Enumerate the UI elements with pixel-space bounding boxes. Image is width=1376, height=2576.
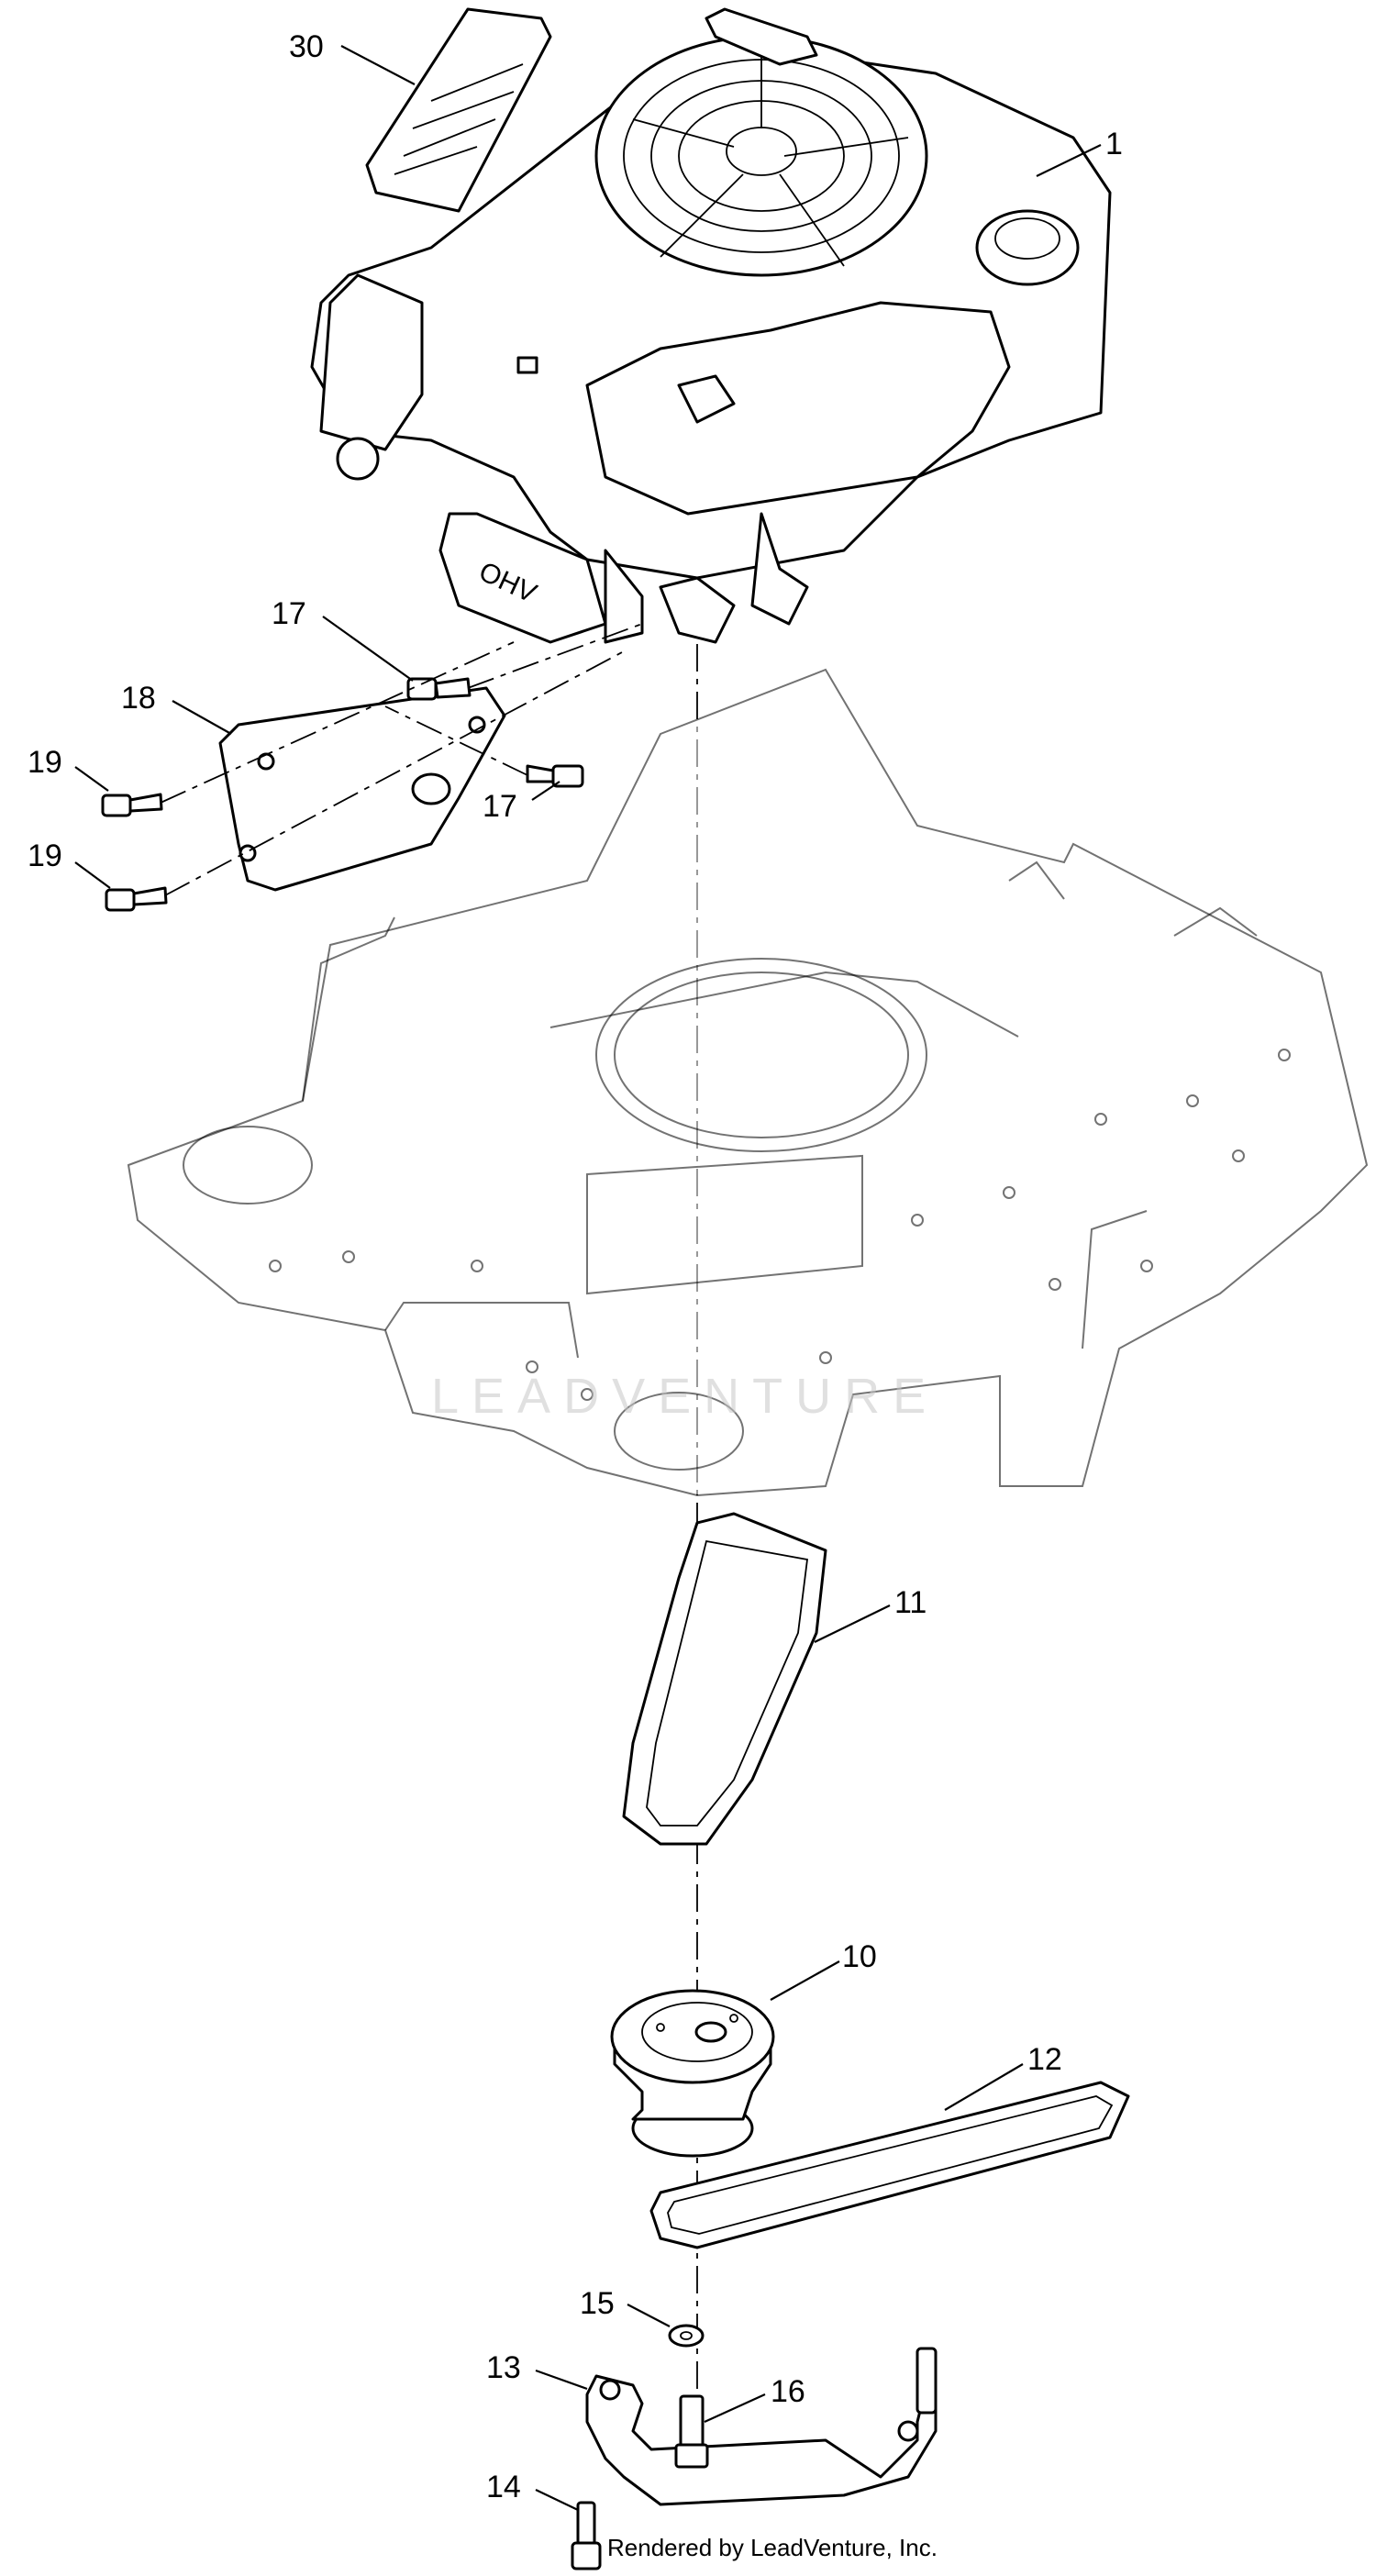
- bolt-17-lower: [526, 764, 584, 788]
- engine: OHV: [310, 7, 1112, 644]
- bolt-19-upper: [101, 793, 163, 817]
- svg-text:14: 14: [486, 2470, 521, 2504]
- belt-12: [649, 2081, 1130, 2249]
- callout-30: 30: [289, 29, 416, 85]
- pulley-10: [610, 1989, 775, 2158]
- svg-text:10: 10: [842, 1939, 877, 1974]
- svg-text:17: 17: [272, 596, 306, 631]
- svg-text:16: 16: [771, 2374, 805, 2409]
- callout-17b: 17: [483, 781, 560, 824]
- callout-14: 14: [486, 2470, 579, 2511]
- svg-text:18: 18: [121, 681, 156, 716]
- svg-text:19: 19: [28, 745, 62, 780]
- spacer-16: [674, 2394, 709, 2469]
- svg-text:17: 17: [483, 789, 517, 824]
- rendered-by-footer: Rendered by LeadVenture, Inc.: [607, 2534, 938, 2561]
- callout-13: 13: [486, 2350, 588, 2391]
- svg-text:1: 1: [1105, 127, 1123, 161]
- washer-15: [668, 2324, 705, 2348]
- callout-19a: 19: [28, 745, 109, 792]
- callout-16: 16: [704, 2374, 805, 2424]
- belt-11: [622, 1512, 827, 1846]
- callout-1: 1: [1036, 127, 1123, 177]
- svg-text:13: 13: [486, 2350, 521, 2385]
- mower-deck-frame: [127, 668, 1369, 1497]
- engine-decal: [365, 7, 552, 213]
- svg-text:12: 12: [1027, 2042, 1062, 2077]
- svg-text:11: 11: [894, 1585, 927, 1620]
- callout-11: 11: [814, 1585, 927, 1643]
- pulley-bracket-13: [585, 2347, 938, 2506]
- svg-text:19: 19: [28, 838, 62, 873]
- callout-19b: 19: [28, 838, 111, 889]
- svg-text:15: 15: [580, 2286, 615, 2321]
- callout-10: 10: [770, 1939, 877, 2001]
- bolt-14: [571, 2501, 602, 2570]
- svg-text:30: 30: [289, 29, 324, 64]
- callout-17a: 17: [272, 596, 414, 682]
- bolt-17-upper: [406, 677, 472, 701]
- bolt-alignment-lines: [160, 623, 643, 896]
- engine-bracket: [218, 686, 506, 892]
- callout-12: 12: [944, 2042, 1062, 2111]
- bolt-19-lower: [105, 886, 168, 912]
- callout-18: 18: [121, 681, 232, 735]
- watermark: LEADVENTURE: [431, 1369, 938, 1424]
- callout-15: 15: [580, 2286, 671, 2327]
